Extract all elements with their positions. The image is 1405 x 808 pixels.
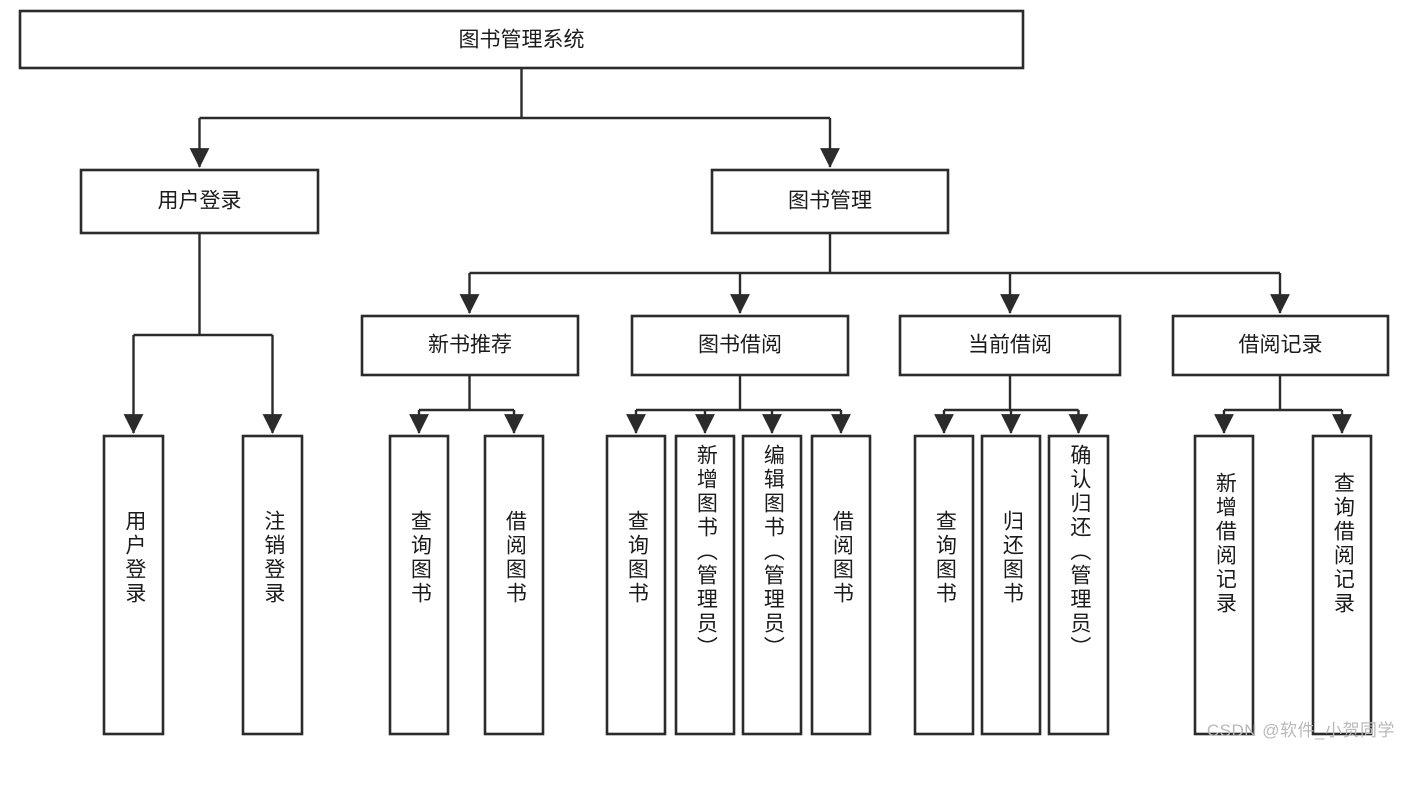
node-new-book-recommend-label: 新书推荐 — [428, 334, 512, 357]
leaf-box-borrow-books-new[interactable] — [483, 434, 545, 736]
node-current-borrow-box[interactable] — [898, 314, 1122, 377]
leaf-box-user-login[interactable] — [102, 434, 165, 736]
leaf-box-query-books-borrow[interactable] — [605, 434, 667, 736]
node-current-borrow-label: 当前借阅 — [968, 334, 1052, 357]
node-new-book-recommend[interactable]: 新书推荐 — [360, 314, 580, 377]
node-user-login-box[interactable] — [79, 168, 320, 235]
csdn-watermark: CSDN @软件_小贺同学 — [1206, 721, 1395, 740]
node-book-management-label: 图书管理 — [788, 190, 872, 213]
node-book-borrow-box[interactable] — [630, 314, 850, 377]
node-book-management[interactable]: 图书管理 — [710, 168, 950, 235]
node-layer: 图书管理系统 用户登录 图书管理 新书推荐 图书借阅 当前 — [18, 9, 1390, 736]
leaf-box-query-books-current[interactable] — [913, 434, 975, 736]
node-borrow-records[interactable]: 借阅记录 — [1171, 314, 1390, 377]
leaf-box-return-books[interactable] — [980, 434, 1042, 736]
node-book-borrow[interactable]: 图书借阅 — [630, 314, 850, 377]
node-book-borrow-label: 图书借阅 — [698, 334, 782, 357]
node-book-management-box[interactable] — [710, 168, 950, 235]
node-root-label: 图书管理系统 — [459, 29, 585, 52]
node-borrow-records-box[interactable] — [1171, 314, 1390, 377]
leaf-box-logout[interactable] — [241, 434, 304, 736]
leaf-box-edit-book-admin[interactable] — [741, 434, 803, 736]
node-current-borrow[interactable]: 当前借阅 — [898, 314, 1122, 377]
leaf-box-add-borrow-record[interactable] — [1193, 434, 1255, 736]
leaf-box-borrow-books[interactable] — [810, 434, 872, 736]
diagram-canvas: 图书管理系统 用户登录 图书管理 新书推荐 图书借阅 当前 — [18, 9, 1390, 736]
connector-layer — [123, 68, 1352, 434]
node-root[interactable]: 图书管理系统 — [18, 9, 1025, 70]
leaf-box-query-books-new[interactable] — [388, 434, 450, 736]
leaf-box-query-borrow-record[interactable] — [1311, 434, 1373, 736]
node-user-login[interactable]: 用户登录 — [79, 168, 320, 235]
node-new-book-recommend-box[interactable] — [360, 314, 580, 377]
leaf-box-add-book-admin[interactable] — [674, 434, 736, 736]
node-user-login-label: 用户登录 — [158, 190, 242, 213]
flowchart-diagram: 图书管理系统 用户登录 图书管理 新书推荐 图书借阅 当前 — [18, 9, 1395, 740]
leaf-box-confirm-return-admin[interactable] — [1047, 434, 1110, 736]
node-root-box[interactable] — [18, 9, 1025, 70]
node-borrow-records-label: 借阅记录 — [1239, 334, 1323, 357]
